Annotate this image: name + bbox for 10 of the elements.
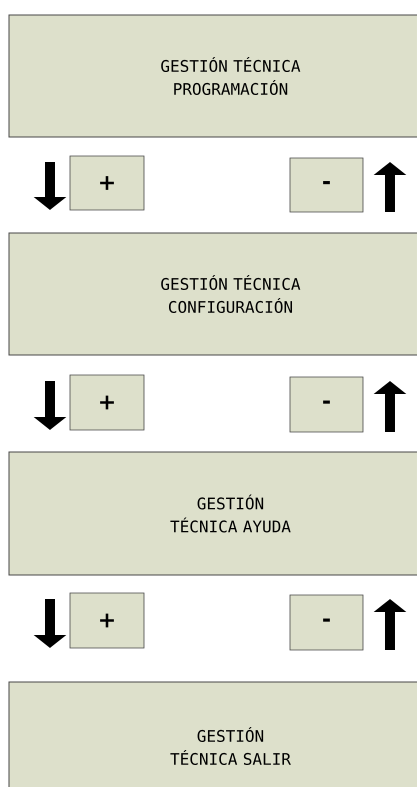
key-button: + — [70, 156, 144, 210]
key-button: - — [290, 376, 364, 432]
key-button: + — [70, 374, 144, 430]
key-button: - — [290, 158, 364, 212]
display-screen: GESTIÓN TÉCNICA AYUDA — [8, 452, 417, 576]
key-button: + — [70, 592, 144, 648]
display-screen: GESTIÓN TÉCNICA CONFIGURACIÓN — [8, 232, 417, 356]
display-screen: GESTIÓN TÉCNICA SALIR — [8, 682, 417, 787]
display-screen: GESTIÓN TÉCNICA PROGRAMACIÓN — [8, 14, 417, 138]
key-button: - — [290, 594, 364, 650]
